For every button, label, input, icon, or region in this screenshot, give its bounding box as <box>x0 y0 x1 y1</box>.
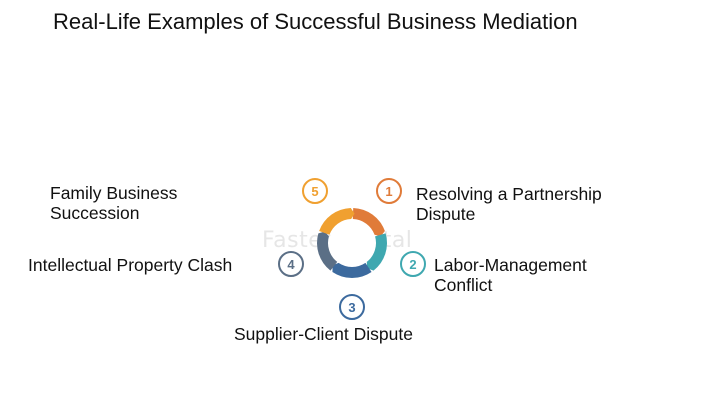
step-4-label-line-1: Intellectual Property Clash <box>28 255 233 275</box>
step-3-badge: 3 <box>339 294 365 320</box>
ring-segment-4 <box>317 231 338 271</box>
step-4-label: Intellectual Property Clash <box>28 255 232 275</box>
step-5-label-line-1: Family Business <box>50 183 178 203</box>
step-5-badge: 5 <box>302 178 328 204</box>
step-2-label: Labor-Management Conflict <box>434 255 587 295</box>
step-2-label-line-2: Conflict <box>434 275 493 295</box>
ring-center <box>329 220 375 266</box>
step-3-number: 3 <box>348 300 355 315</box>
ring-segment-5 <box>319 208 355 235</box>
step-2-badge: 2 <box>400 251 426 277</box>
step-1-label: Resolving a Partnership Dispute <box>416 184 602 224</box>
step-5-label: Family Business Succession <box>50 183 177 223</box>
step-1-label-line-1: Resolving a Partnership <box>416 184 602 204</box>
step-2-number: 2 <box>409 257 416 272</box>
ring-segment-2 <box>366 233 387 271</box>
step-1-label-line-2: Dispute <box>416 204 476 224</box>
ring-segment-3 <box>332 262 372 278</box>
page-title: Real-Life Examples of Successful Busines… <box>53 9 578 34</box>
step-1-number: 1 <box>385 184 392 199</box>
step-4-badge: 4 <box>278 251 304 277</box>
step-3-label: Supplier-Client Dispute <box>234 324 413 344</box>
step-5-label-line-2: Succession <box>50 203 140 223</box>
cycle-ring <box>317 208 387 278</box>
step-4-number: 4 <box>287 257 295 272</box>
ring-segment-1 <box>352 208 385 237</box>
step-5-number: 5 <box>311 184 318 199</box>
step-badges: 1 2 3 4 5 <box>278 178 426 320</box>
step-2-label-line-1: Labor-Management <box>434 255 587 275</box>
step-3-label-line-1: Supplier-Client Dispute <box>234 324 413 344</box>
step-1-badge: 1 <box>376 178 402 204</box>
